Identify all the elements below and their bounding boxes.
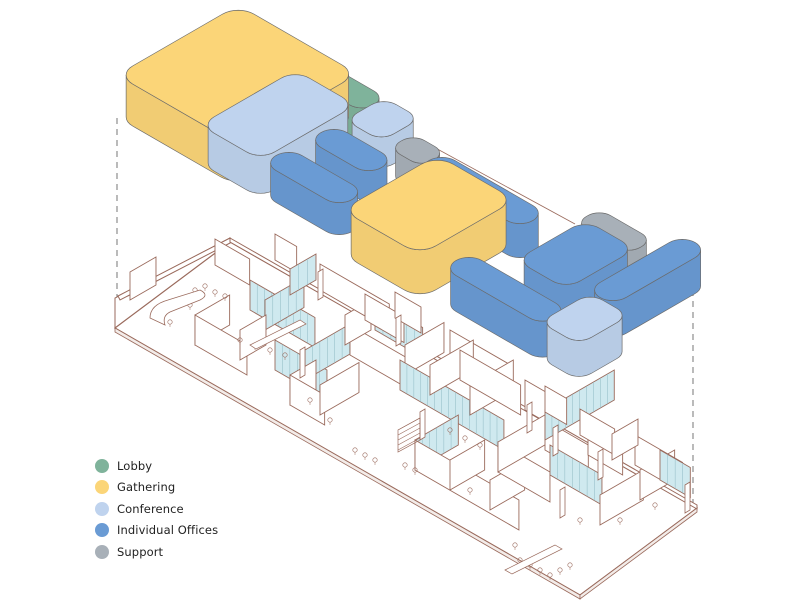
plan-line bbox=[397, 437, 421, 451]
plan-column bbox=[559, 486, 566, 519]
block-top bbox=[315, 129, 388, 171]
conference-table bbox=[249, 319, 307, 350]
plan-column bbox=[395, 314, 402, 347]
legend-item-support: Support bbox=[95, 541, 218, 563]
projection-guides bbox=[116, 118, 694, 505]
block-top bbox=[350, 159, 507, 251]
legend-item-lobby: Lobby bbox=[95, 455, 218, 477]
plan-wall bbox=[239, 314, 267, 361]
plan-column bbox=[419, 408, 426, 441]
plan-column bbox=[552, 424, 559, 457]
plan-column bbox=[526, 401, 533, 434]
plan-column bbox=[684, 481, 691, 514]
plan-wall bbox=[404, 321, 445, 376]
plan-column bbox=[597, 448, 604, 481]
plan-wall bbox=[611, 418, 639, 461]
block-top bbox=[546, 296, 623, 341]
plan-wall bbox=[579, 408, 616, 456]
plan-line bbox=[397, 422, 421, 436]
plan-slab-edge bbox=[579, 507, 698, 600]
program-blocks bbox=[125, 9, 701, 377]
plan-wall bbox=[544, 385, 568, 426]
plan-wall bbox=[459, 349, 522, 416]
legend: Lobby Gathering Conference Individual Of… bbox=[95, 455, 218, 563]
plan-wall bbox=[274, 233, 298, 274]
legend-swatch-lobby bbox=[95, 458, 109, 473]
block-top bbox=[351, 101, 414, 138]
projection-guide-line bbox=[429, 144, 576, 225]
shelving-unit bbox=[397, 417, 421, 453]
plan-line bbox=[397, 427, 421, 441]
legend-swatch-support bbox=[95, 544, 109, 559]
block-top bbox=[270, 152, 358, 203]
legend-swatch-offices bbox=[95, 523, 109, 538]
conference-block-3 bbox=[546, 296, 623, 377]
plan-column bbox=[299, 346, 306, 379]
legend-label: Lobby bbox=[117, 458, 153, 473]
block-top bbox=[594, 239, 701, 301]
plan-column bbox=[317, 268, 324, 301]
legend-item-conference: Conference bbox=[95, 498, 218, 520]
plan-wall bbox=[449, 439, 486, 491]
legend-item-gathering: Gathering bbox=[95, 477, 218, 499]
block-top bbox=[207, 74, 349, 156]
legend-swatch-gathering bbox=[95, 480, 109, 495]
legend-swatch-conference bbox=[95, 501, 109, 516]
legend-label: Conference bbox=[117, 501, 184, 516]
block-top bbox=[523, 224, 628, 285]
plan-wall bbox=[319, 361, 360, 416]
office-block-2 bbox=[270, 152, 358, 235]
conference-table bbox=[504, 544, 563, 575]
legend-label: Support bbox=[117, 544, 164, 559]
legend-label: Gathering bbox=[117, 480, 176, 495]
legend-label: Individual Offices bbox=[117, 523, 219, 538]
plan-wall bbox=[214, 238, 251, 286]
plan-wall bbox=[394, 291, 422, 334]
reception-desk bbox=[149, 289, 206, 326]
floor-plan bbox=[113, 233, 699, 600]
plan-line bbox=[397, 432, 421, 446]
plan-wall bbox=[129, 256, 157, 301]
legend-item-offices: Individual Offices bbox=[95, 520, 218, 542]
